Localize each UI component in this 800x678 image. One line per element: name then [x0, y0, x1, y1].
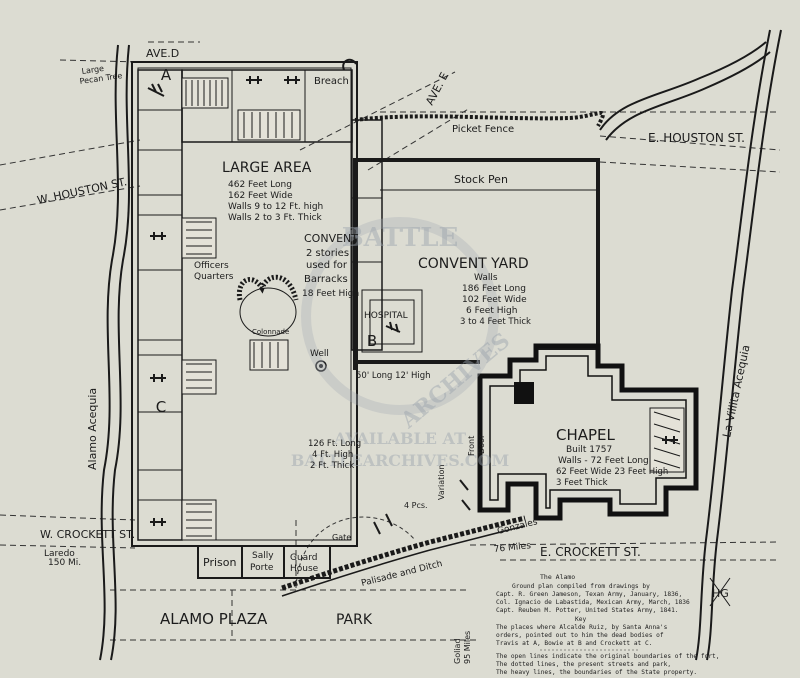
label-hospital: HOSPITAL	[364, 311, 408, 321]
chapel-inner-wall	[489, 355, 687, 509]
label-gate: Gate	[332, 533, 351, 542]
caption-key-2: orders, pointed out to him the dead bodi…	[496, 632, 664, 639]
convent-label-5: 18 Feet High	[302, 289, 359, 299]
label-large: Large	[81, 64, 105, 76]
chapel-title: CHAPEL	[556, 426, 616, 444]
chapel-outline	[477, 343, 699, 521]
large-area-title: LARGE AREA	[222, 160, 312, 176]
large-area-line-2: 162 Feet Wide	[228, 191, 293, 201]
label-variation: Variation	[437, 465, 446, 501]
monogram-text: HG	[712, 587, 729, 600]
sacristy-block	[514, 382, 534, 404]
label-sally: Sally	[252, 551, 274, 561]
convent-yard-line-2: 186 Feet Long	[462, 284, 526, 294]
label-goliad: Goliad	[453, 638, 462, 664]
caption-line-3: Col. Ignacio de Labastida, Mexican Army,…	[496, 599, 690, 606]
convent-yard-rooms	[361, 289, 423, 353]
convent-label-1: CONVENT	[304, 232, 358, 245]
label-prison: Prison	[203, 556, 236, 569]
convent-yard-line-3: 102 Feet Wide	[462, 295, 527, 305]
large-area-line-1: 462 Feet Long	[228, 180, 292, 190]
label-quarters: Quarters	[194, 272, 234, 282]
fort-walls	[131, 61, 383, 579]
chapel-line-1: Built 1757	[566, 445, 612, 455]
label-artillery: 4 Pcs.	[404, 501, 428, 510]
label-w-crockett: W. CROCKETT ST.	[40, 528, 135, 541]
convent-yard-line-1: Walls	[474, 273, 498, 283]
label-alamo-plaza: ALAMO PLAZA	[160, 610, 268, 628]
artist-monogram: HG	[709, 577, 731, 607]
caption-line-2: Capt. R. Green Jameson, Texan Army, Janu…	[496, 591, 682, 598]
caption-key-1: The places where Alcalde Ruiz, by Santa …	[496, 624, 668, 631]
marker-a: A	[161, 66, 172, 84]
label-picket-fence: Picket Fence	[452, 124, 514, 135]
label-stock-pen: Stock Pen	[454, 173, 508, 186]
large-area-line-3: Walls 9 to 12 Ft. high	[228, 202, 323, 212]
palisade-ditch-line	[281, 525, 526, 597]
label-laredo-miles: 150 Mi.	[48, 558, 81, 568]
chapel-line-2: Walls - 72 Feet Long	[558, 456, 649, 466]
convent-label-2: 2 stories	[306, 248, 349, 259]
label-e-crockett: E. CROCKETT ST.	[540, 545, 641, 559]
well-symbol	[315, 360, 327, 372]
marker-b: B	[367, 332, 377, 350]
label-colonnade: Colonnade	[252, 328, 289, 336]
caption-legend-3: The heavy lines, the boundaries of the S…	[496, 669, 697, 676]
convent-label-3: used for	[306, 260, 348, 271]
caption-title: The Alamo	[540, 573, 575, 581]
acequia-lines	[99, 29, 782, 661]
chapel-line-3: 62 Feet Wide 23 Feet High	[556, 467, 668, 477]
label-house: House	[290, 564, 319, 574]
label-park: PARK	[336, 612, 373, 628]
picket-fence	[354, 110, 605, 127]
convent-label-4: Barracks	[304, 274, 348, 285]
caption-line-4: Capt. Reuben M. Potter, United States Ar…	[496, 607, 679, 614]
caption-key-3: Travis at A, Bowie at B and Crockett at …	[496, 640, 652, 647]
label-alamo-acequia: Alamo Acequia	[86, 388, 99, 470]
watermark-top-text: BATTLE	[342, 223, 459, 253]
caption-legend-1: The open lines indicate the original bou…	[496, 653, 720, 660]
label-breach: Breach	[314, 76, 349, 87]
palisade-ditch	[281, 515, 526, 591]
label-wall-50: 50' Long 12' High	[356, 371, 431, 381]
caption-key-title: Key	[575, 616, 586, 623]
wall-126-line-3: 2 Ft. Thick	[310, 461, 354, 471]
cannon-symbols	[147, 58, 678, 535]
marker-c: C	[156, 398, 166, 416]
label-goliad-miles: 95 Miles	[463, 631, 472, 664]
chapel-line-4: 3 Feet Thick	[556, 478, 608, 488]
label-e-houston: E. HOUSTON ST.	[648, 131, 745, 145]
colonnade	[236, 274, 299, 337]
label-front: Front	[467, 436, 476, 456]
label-well: Well	[310, 349, 329, 359]
hatch-strokes	[185, 80, 681, 537]
label-gonzales-miles: 76 Miles	[493, 541, 531, 555]
gate-arc	[295, 516, 416, 589]
label-laredo: Laredo	[44, 549, 75, 559]
caption-line-1: Ground plan compiled from drawings by	[512, 583, 650, 590]
convent-yard-line-4: 6 Feet High	[466, 306, 517, 316]
label-guard: Guard	[290, 553, 317, 563]
label-door: Door	[477, 434, 486, 454]
label-ave-d: AVE.D	[146, 47, 179, 60]
caption-legend-2: The dotted lines, the present streets an…	[496, 661, 671, 668]
label-officers: Officers	[194, 261, 229, 271]
large-area-line-4: Walls 2 to 3 Ft. Thick	[228, 213, 323, 223]
convent-yard-title: CONVENT YARD	[418, 256, 529, 272]
watermark-line1: AVAILABLE AT	[333, 429, 466, 448]
present-street-lines	[0, 41, 781, 641]
wall-126-line-2: 4 Ft. High	[312, 450, 353, 460]
wall-126-line-1: 126 Ft. Long	[308, 439, 361, 449]
caption-block: The Alamo Ground plan compiled from draw…	[496, 573, 720, 676]
label-porte: Porte	[250, 563, 274, 573]
convent-yard-line-5: 3 to 4 Feet Thick	[460, 317, 531, 327]
watermark-line2: BATTLEARCHIVES.COM	[291, 451, 509, 470]
